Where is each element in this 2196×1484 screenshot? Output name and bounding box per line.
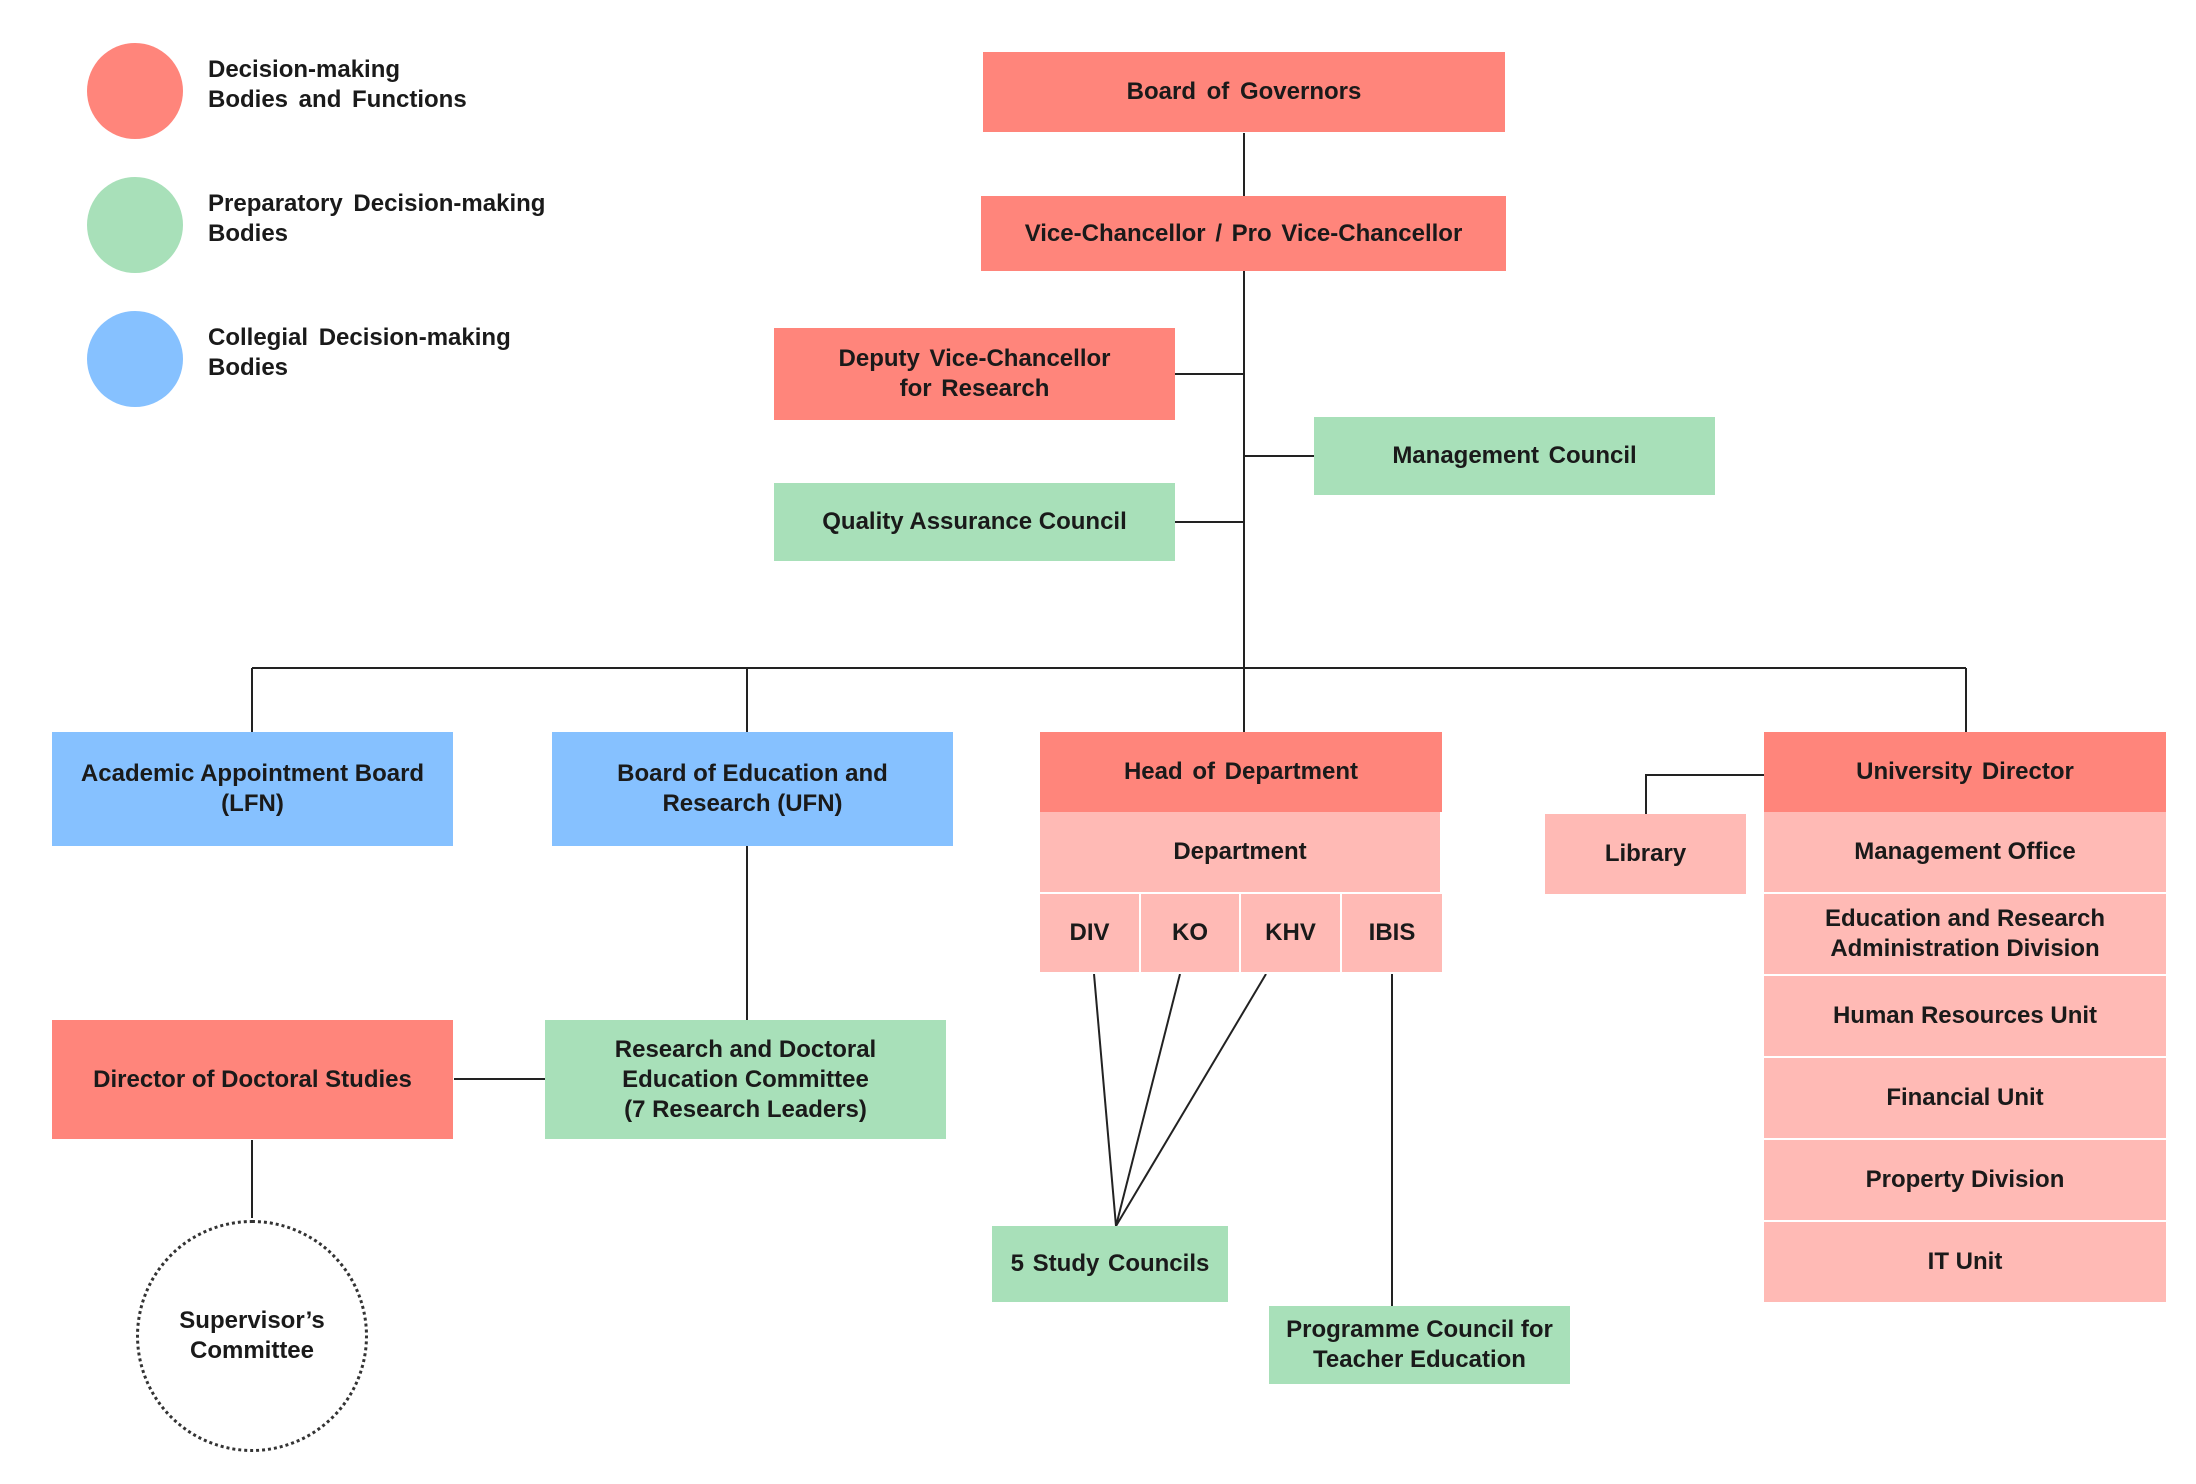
node-quality-assurance-council: Quality Assurance Council (774, 483, 1175, 561)
node-study-councils: 5 Study Councils (992, 1226, 1228, 1302)
node-property-division: Property Division (1764, 1140, 2166, 1222)
node-supervisors-committee: Supervisor’s Committee (136, 1220, 368, 1452)
node-education-research-administration: Education and Research Administration Di… (1764, 894, 2166, 976)
legend-dot-collegial (87, 311, 183, 407)
node-financial-unit: Financial Unit (1764, 1058, 2166, 1140)
legend-dot-preparatory (87, 177, 183, 273)
node-management-council: Management Council (1314, 417, 1715, 495)
node-deputy-vice-chancellor-research: Deputy Vice-Chancellor for Research (774, 328, 1175, 420)
node-dept-unit-khv: KHV (1241, 894, 1342, 974)
node-academic-appointment-board: Academic Appointment Board (LFN) (52, 732, 453, 846)
connector-div-study (1093, 973, 1117, 1227)
legend-label-preparatory: Preparatory Decision-making Bodies (208, 190, 546, 247)
node-board-of-governors: Board of Governors (983, 52, 1505, 132)
legend-label-decision: Decision-making Bodies and Functions (208, 56, 467, 113)
node-vice-chancellor: Vice-Chancellor / Pro Vice-Chancellor (981, 196, 1506, 271)
legend-dot-decision (87, 43, 183, 139)
connector-khv-study (1115, 973, 1267, 1227)
node-dept-unit-div: DIV (1040, 894, 1141, 974)
node-human-resources-unit: Human Resources Unit (1764, 976, 2166, 1058)
node-department: Department (1040, 812, 1442, 894)
connector-ko-study (1115, 973, 1181, 1227)
node-dept-unit-ibis: IBIS (1342, 894, 1442, 974)
node-library: Library (1545, 814, 1746, 894)
node-research-doctoral-education-committee: Research and Doctoral Education Committe… (545, 1020, 946, 1139)
connector-library (1645, 774, 1764, 814)
node-director-of-doctoral-studies: Director of Doctoral Studies (52, 1020, 453, 1139)
node-programme-council-teacher-education: Programme Council for Teacher Education (1269, 1306, 1570, 1384)
node-board-of-education-and-research: Board of Education and Research (UFN) (552, 732, 953, 846)
legend-label-collegial: Collegial Decision-making Bodies (208, 324, 511, 381)
node-dept-unit-ko: KO (1141, 894, 1241, 974)
node-management-office: Management Office (1764, 812, 2166, 894)
node-head-of-department: Head of Department (1040, 732, 1442, 812)
node-university-director: University Director (1764, 732, 2166, 812)
node-it-unit: IT Unit (1764, 1222, 2166, 1302)
